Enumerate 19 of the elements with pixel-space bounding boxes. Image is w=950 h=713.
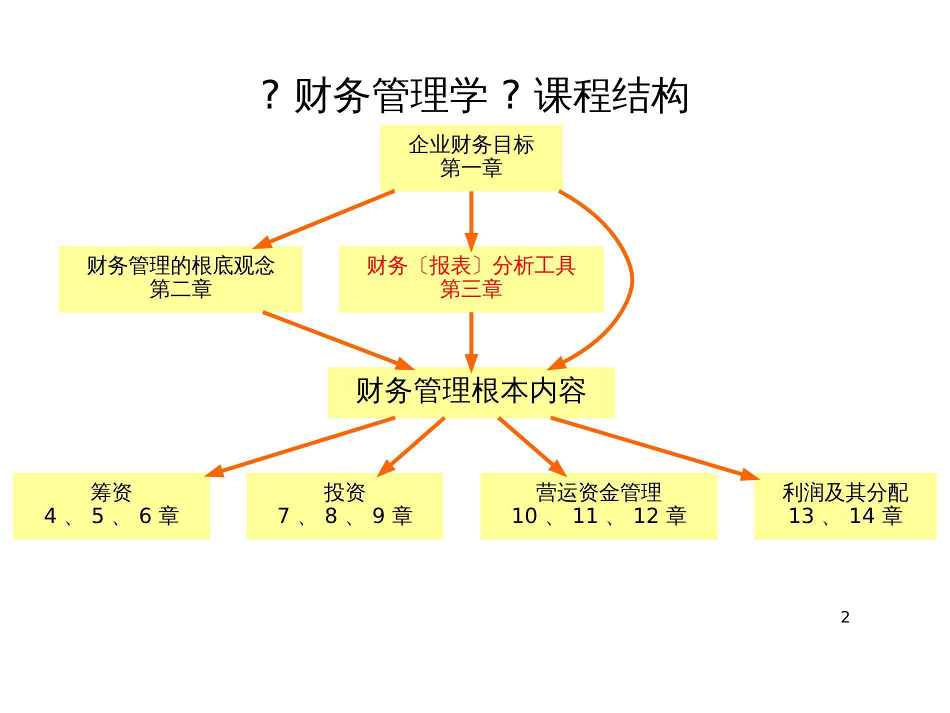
arrow [252, 188, 396, 249]
node-box: 财务管理的根底观念 第二章 [58, 246, 303, 312]
node-box: 利润及其分配 13 、 14 章 [754, 472, 937, 539]
arrow [497, 416, 568, 477]
arrow [546, 188, 634, 370]
node-box: 筹资 4 、 5 、 6 章 [13, 472, 210, 539]
diagram-title: ? 财务管理学 ? 课程结构 [260, 73, 690, 118]
arrow [464, 190, 478, 252]
label: 2 [840, 606, 850, 626]
node-box: 企业财务目标 第一章 [380, 124, 563, 191]
node-box: 财务〔报表〕分析工具 第三章 [339, 246, 604, 312]
arrow [376, 416, 446, 477]
node-box: 营运资金管理 10 、 11 、 12 章 [480, 472, 718, 539]
arrow [550, 415, 760, 480]
node-box: 投资 7 、 8 、 9 章 [246, 472, 444, 539]
node-box: 财务管理根本内容 [328, 366, 615, 418]
arrow [464, 312, 478, 374]
arrow [262, 310, 416, 370]
arrow [204, 415, 396, 477]
